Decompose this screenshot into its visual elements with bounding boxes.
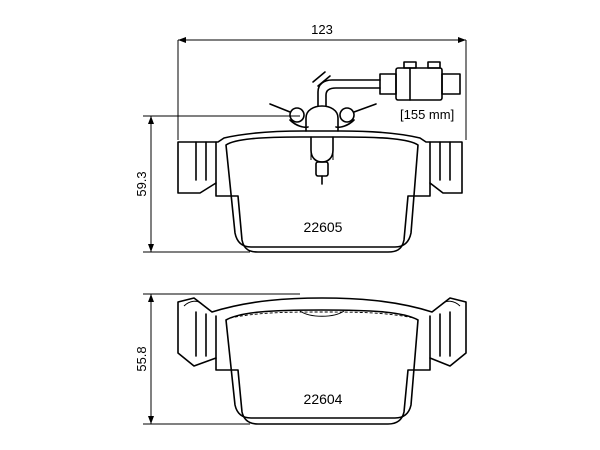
- bottom-brake-pad: 22604: [177, 297, 467, 425]
- width-dimension: 123: [177, 22, 467, 140]
- wire-length-label: [155 mm]: [400, 107, 454, 122]
- top-height-label: 59.3: [134, 171, 149, 196]
- top-brake-pad: [155 mm] 22605: [177, 61, 463, 253]
- bottom-height-label: 55.8: [134, 346, 149, 371]
- width-dimension-label: 123: [311, 22, 333, 37]
- top-part-number: 22605: [304, 219, 343, 235]
- bottom-part-number: 22604: [304, 391, 343, 407]
- bottom-height-dimension: 55.8: [134, 293, 300, 425]
- top-height-dimension: 59.3: [134, 115, 300, 253]
